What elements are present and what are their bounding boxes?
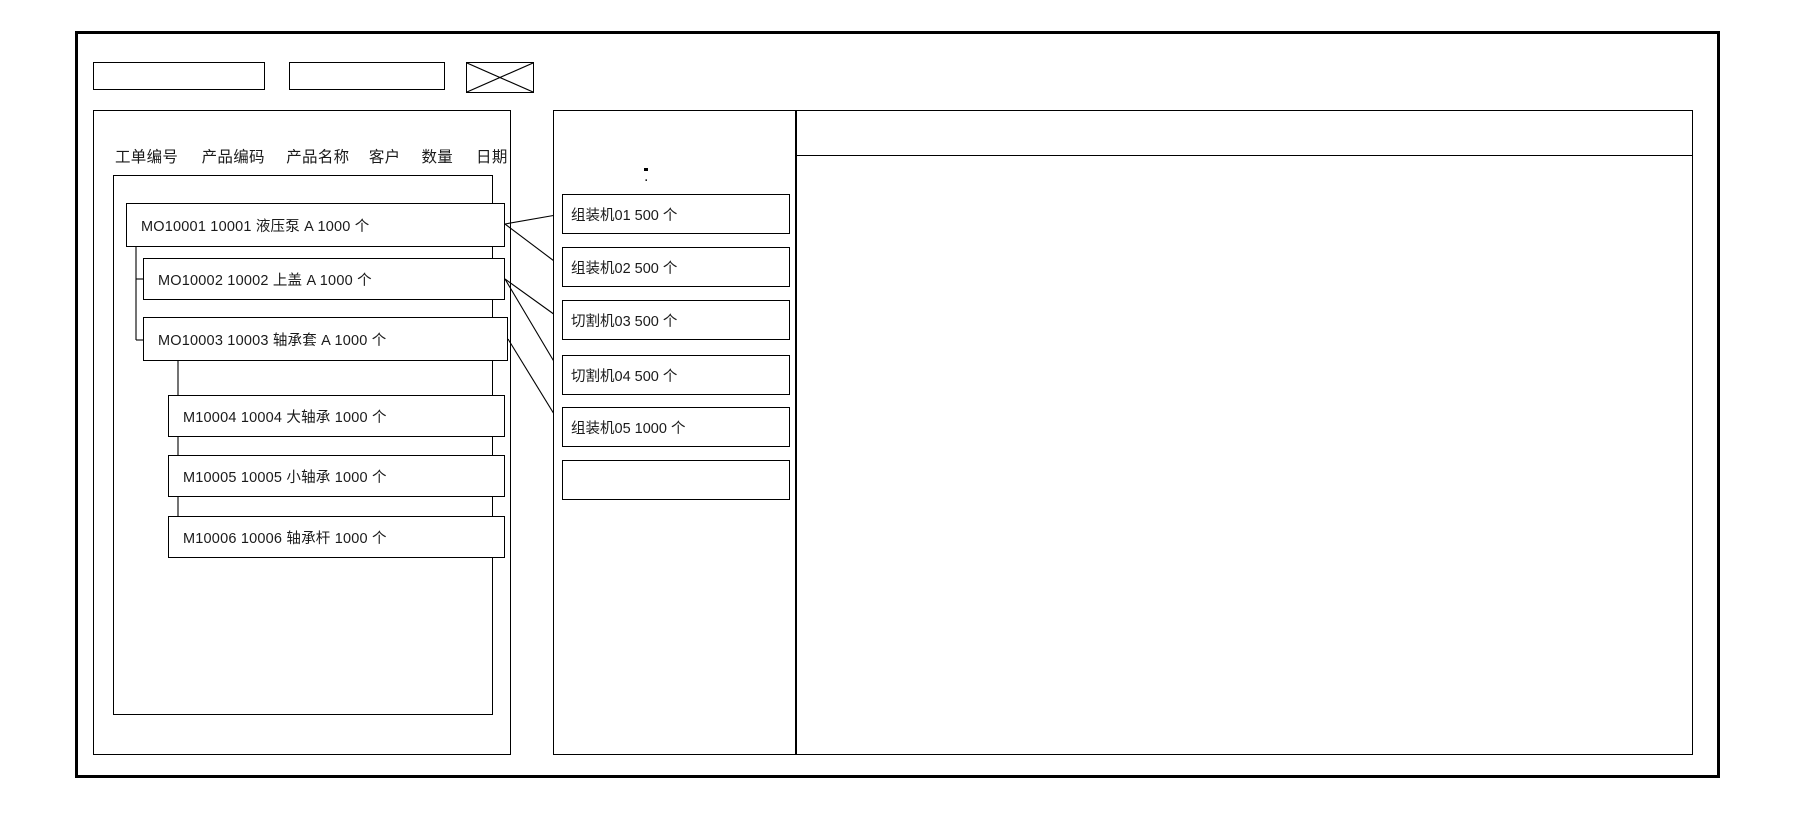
machine-row-label: 组装机01 500 个 — [571, 207, 678, 224]
toolbar — [93, 62, 1693, 94]
tree-row[interactable]: MO10003 10003 轴承套 A 1000 个 — [143, 317, 508, 361]
crossed-box-image-placeholder-icon[interactable] — [466, 62, 534, 93]
machine-row-empty[interactable] — [562, 460, 790, 500]
column-header-quantity: 数量 — [421, 149, 454, 166]
machine-row[interactable]: 切割机03 500 个 — [562, 300, 790, 340]
tree-row[interactable]: MO10002 10002 上盖 A 1000 个 — [143, 258, 505, 300]
tree-row-label: M10005 10005 小轴承 1000 个 — [183, 469, 387, 486]
machine-row-label: 切割机03 500 个 — [571, 313, 678, 330]
machine-row[interactable]: 切割机04 500 个 — [562, 355, 790, 395]
tree-row-label: MO10001 10001 液压泵 A 1000 个 — [141, 218, 370, 235]
work-order-column-header: 工单编号 产品编码 产品名称 客户 数量 日期 — [115, 145, 507, 167]
tree-row[interactable]: MO10001 10001 液压泵 A 1000 个 — [126, 203, 505, 247]
detail-panel — [796, 110, 1693, 755]
column-header-order-no: 工单编号 — [115, 149, 179, 166]
machine-row-label: 组装机05 1000 个 — [571, 420, 686, 437]
machine-panel-marker-dot: . — [644, 168, 648, 185]
machine-row[interactable]: 组装机01 500 个 — [562, 194, 790, 234]
tree-row-label: M10006 10006 轴承杆 1000 个 — [183, 530, 387, 547]
detail-panel-header-divider — [797, 155, 1692, 156]
column-header-product-code: 产品编码 — [201, 149, 265, 166]
tree-row-label: MO10003 10003 轴承套 A 1000 个 — [158, 332, 387, 349]
column-header-date: 日期 — [476, 149, 508, 166]
work-order-tree-container — [113, 175, 493, 715]
machine-row-label: 切割机04 500 个 — [571, 368, 678, 385]
machine-row[interactable]: 组装机05 1000 个 — [562, 407, 790, 447]
machine-row[interactable]: 组装机02 500 个 — [562, 247, 790, 287]
column-header-customer: 客户 — [368, 149, 401, 166]
tree-row-label: M10004 10004 大轴承 1000 个 — [183, 409, 387, 426]
tree-row-label: MO10002 10002 上盖 A 1000 个 — [158, 272, 372, 289]
toolbar-input-1[interactable] — [93, 62, 265, 90]
column-header-product-name: 产品名称 — [286, 149, 350, 166]
machine-row-label: 组装机02 500 个 — [571, 260, 678, 277]
tree-row[interactable]: M10006 10006 轴承杆 1000 个 — [168, 516, 505, 558]
tree-row[interactable]: M10004 10004 大轴承 1000 个 — [168, 395, 505, 437]
tree-row[interactable]: M10005 10005 小轴承 1000 个 — [168, 455, 505, 497]
toolbar-input-2[interactable] — [289, 62, 445, 90]
